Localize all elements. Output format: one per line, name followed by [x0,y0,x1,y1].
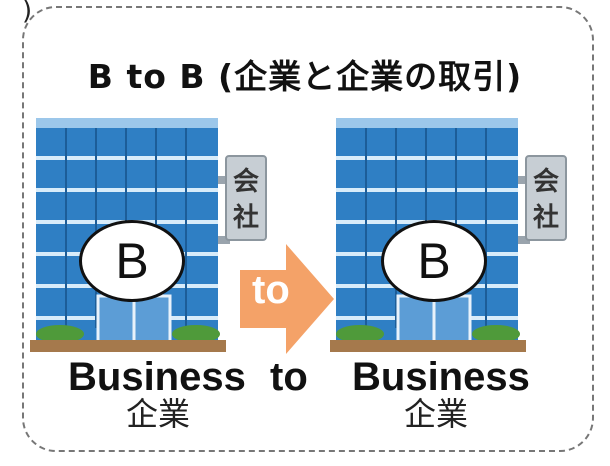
connector-word: to [270,355,308,399]
sign-char: 会 [233,167,259,197]
business-circle-right: B [381,220,487,302]
business-label-left: Business [68,355,246,399]
arrow-label: to [252,268,290,312]
business-label-right: Business [352,355,530,399]
sign-char: 会 [533,167,559,197]
corner-mark: ) [22,0,33,26]
diagram-title: B to B (企業と企業の取引) [87,57,523,96]
arrow-right-icon [240,244,334,354]
sign-char: 社 [233,202,259,233]
dashed-frame: ) [22,0,594,452]
company-label-left: 企業 [126,395,191,433]
company-label-right: 企業 [404,395,469,433]
sign-char: 社 [533,202,559,233]
business-circle-left: B [79,220,185,302]
